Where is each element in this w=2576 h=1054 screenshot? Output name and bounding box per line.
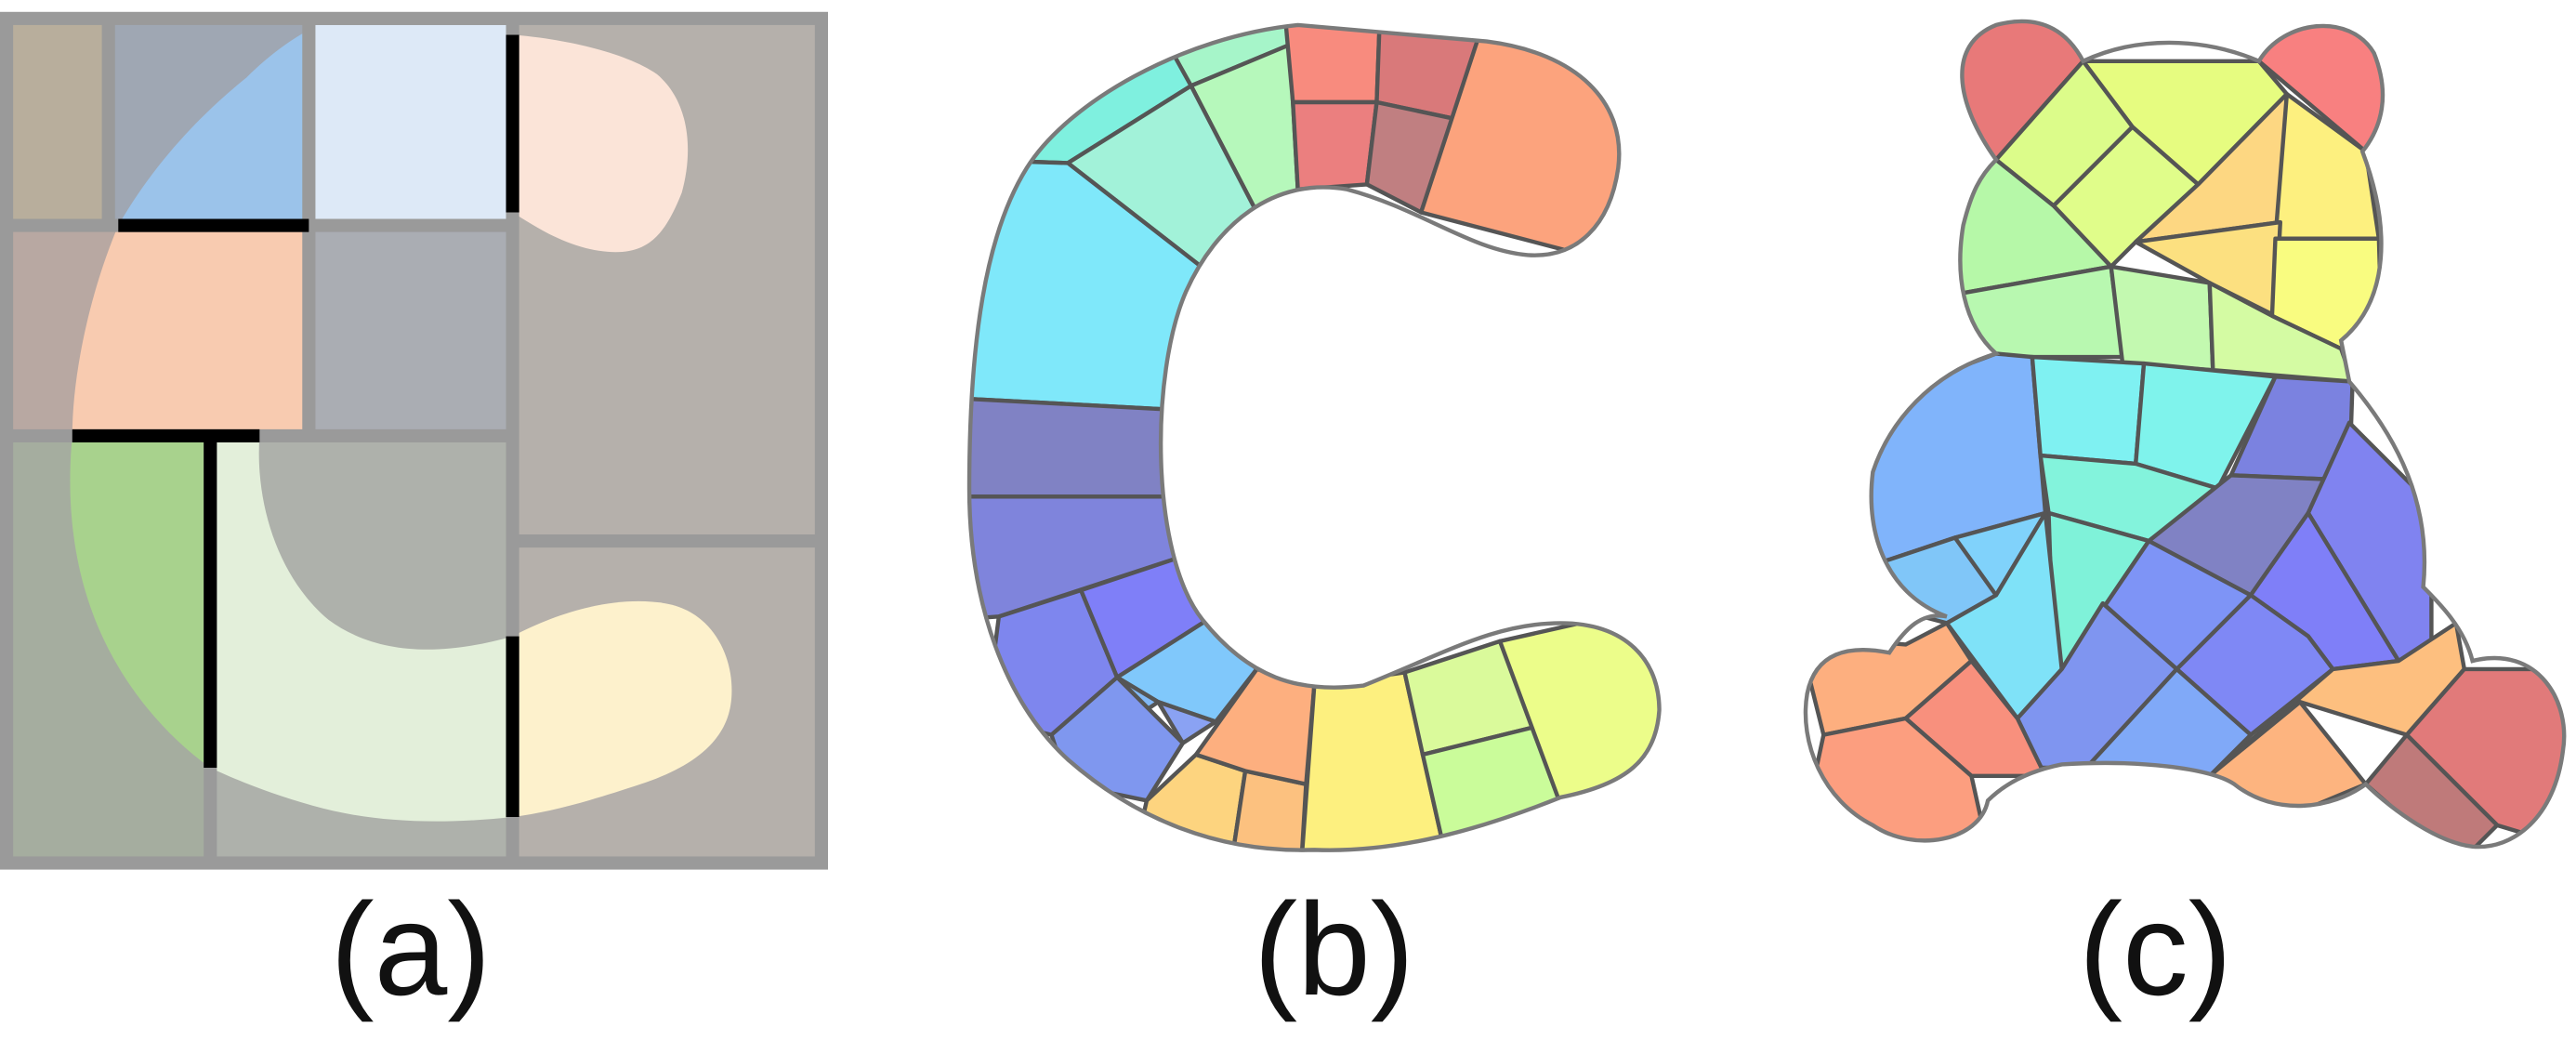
grid-cell (309, 225, 513, 436)
bear-piece (2207, 621, 2466, 779)
c-region-yellow (512, 600, 732, 818)
bear-piece (2051, 125, 2201, 270)
c-region-lightblue (311, 24, 513, 226)
c-piece (1291, 99, 1379, 191)
caption-b: (b) (1254, 876, 1414, 1022)
c-region-blue (118, 28, 312, 226)
panel-c: (c) (1803, 19, 2567, 1022)
bear-piece (2109, 264, 2215, 373)
c-piece (969, 396, 1172, 499)
caption-a: (a) (331, 876, 492, 1022)
c-outline (966, 22, 1662, 852)
c-region-green (70, 435, 211, 768)
c-region-peach (512, 34, 689, 253)
c-piece (1156, 700, 1218, 745)
caption-c: (c) (2079, 876, 2232, 1022)
bear-outline (1803, 19, 2567, 850)
bear-piece (2030, 354, 2147, 467)
c-region-orange (72, 225, 309, 436)
c-region-lightgreen (210, 435, 513, 822)
panel-a: (a) (0, 11, 828, 1022)
panel-b: (b) (966, 22, 1662, 1022)
grid-cell (7, 18, 109, 226)
